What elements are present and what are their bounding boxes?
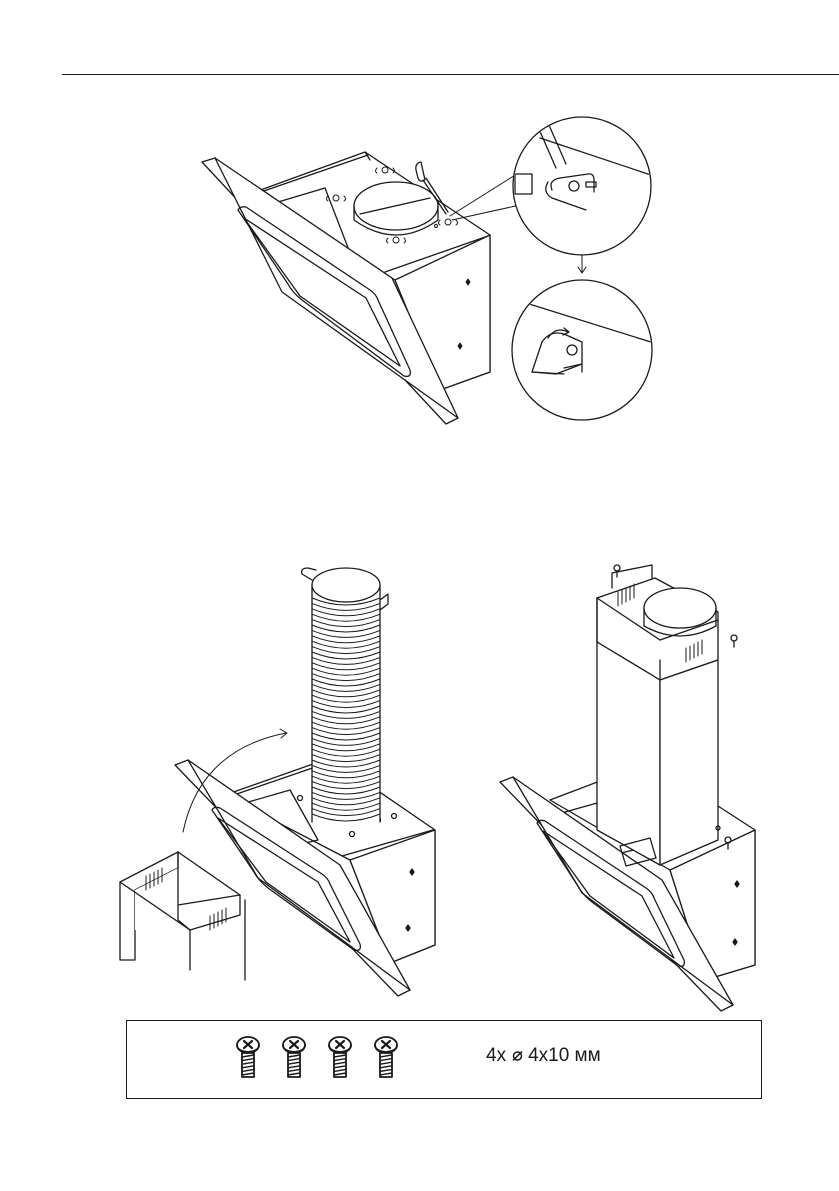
figure-step-top xyxy=(202,116,670,424)
flexible-duct xyxy=(302,568,388,825)
diameter-icon xyxy=(511,1049,524,1062)
parts-size: 4x10 мм xyxy=(528,1045,601,1066)
figure-step-left xyxy=(120,568,435,996)
parts-box xyxy=(126,1020,762,1099)
duct-ring-top xyxy=(354,182,438,235)
chimney xyxy=(597,565,737,865)
parts-label: 4x 4x10 мм xyxy=(486,1045,601,1067)
figure-step-right xyxy=(500,565,755,1011)
detail-circle-2 xyxy=(510,280,670,420)
chimney-bracket xyxy=(120,852,245,980)
detail-circle-1 xyxy=(513,116,660,273)
parts-quantity: 4x xyxy=(486,1045,506,1066)
